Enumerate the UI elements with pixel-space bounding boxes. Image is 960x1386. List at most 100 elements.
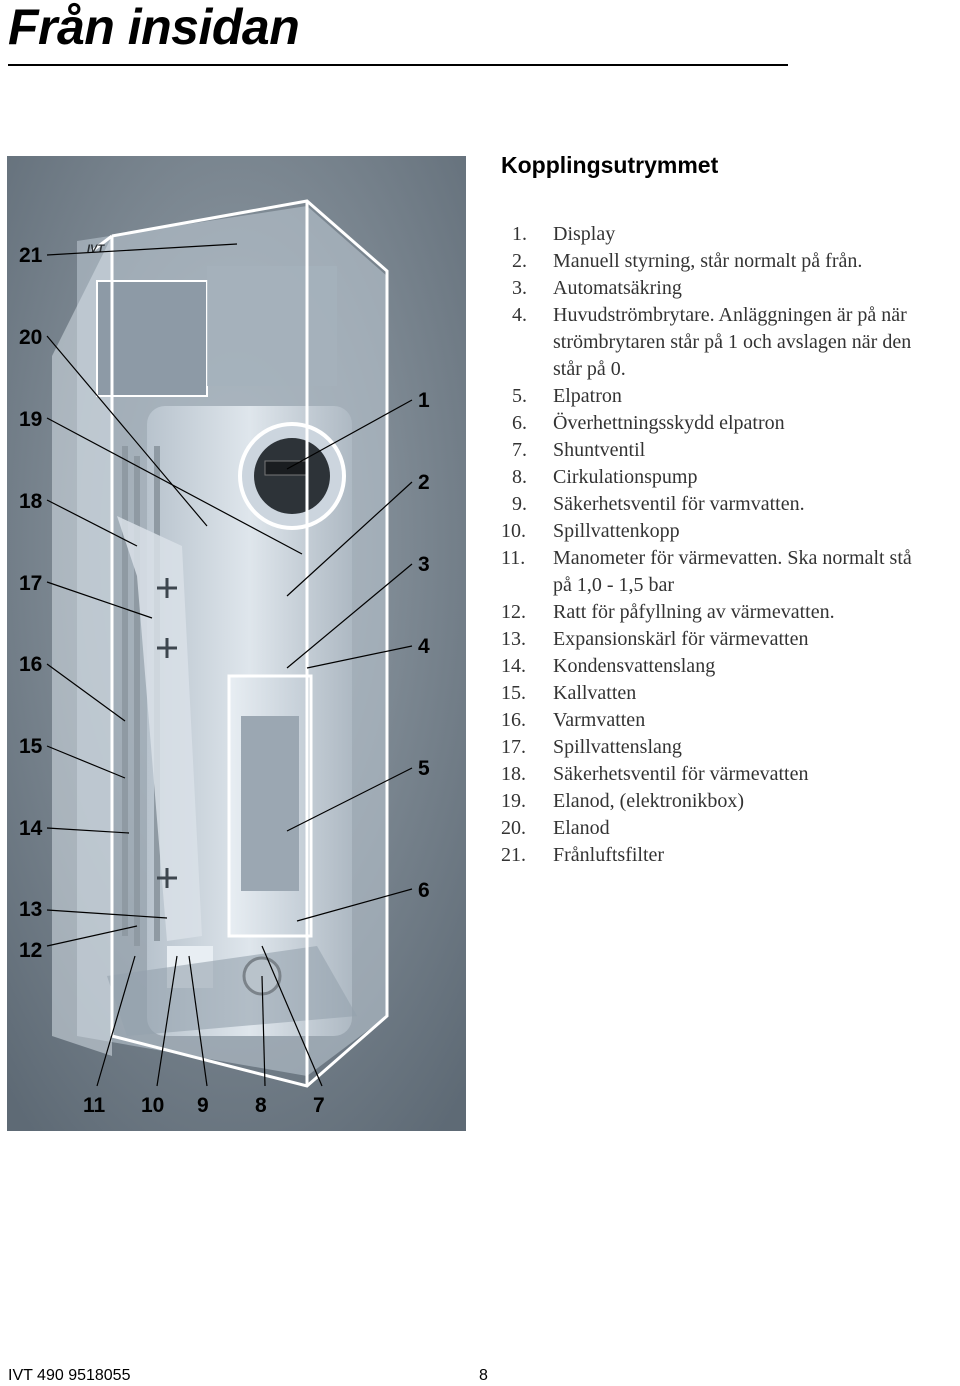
legend-item-number: 19. (501, 790, 526, 812)
legend-item: 10. Spillvattenkopp (501, 518, 960, 545)
cabinet-outline (91, 199, 389, 1088)
document-reference: IVT 490 9518055 (8, 1367, 131, 1384)
legend-item-text: Säkerhetsventil för varmvatten. (553, 491, 960, 518)
legend-item-text: Expansionskärl för värmevatten (553, 626, 960, 653)
legend-item-number: 15. (501, 682, 526, 704)
callout-2: 2 (418, 471, 430, 494)
legend-item-number: 11. (501, 547, 526, 569)
legend-item-text: Elanod, (elektronikbox) (553, 788, 960, 815)
legend-item-line: Elpatron (553, 385, 622, 407)
legend-item-number: 5. (512, 385, 527, 407)
callout-6: 6 (418, 879, 430, 902)
legend-item-text: Spillvattenslang (553, 734, 960, 761)
heat-pump-cutaway-figure: IVT 21 20 19 18 (7, 156, 466, 1131)
legend-item: 13.Expansionskärl för värmevatten (501, 626, 960, 653)
legend-item: 3. Automatsäkring (501, 275, 960, 302)
legend-item: 12.Ratt för påfyllning av värmevatten. (501, 599, 960, 626)
legend-item-text: Säkerhetsventil för värmevatten (553, 761, 960, 788)
legend-item-number: 9. (512, 493, 527, 515)
callout-8: 8 (255, 1094, 267, 1117)
callout-15: 15 (19, 735, 43, 758)
legend-item: 19. Elanod, (elektronikbox) (501, 788, 960, 815)
legend-item-number: 2. (512, 250, 527, 272)
callout-10: 10 (141, 1094, 164, 1117)
callout-12: 12 (19, 939, 42, 962)
legend-item-number: 21. (501, 844, 526, 866)
callout-18: 18 (19, 490, 43, 513)
legend-item-line: på 1,0 - 1,5 bar (553, 574, 675, 596)
callout-19: 19 (19, 408, 42, 431)
callout-11: 11 (83, 1094, 106, 1117)
cabinet-left-face (52, 236, 112, 1056)
page-title: Från insidan (8, 0, 300, 55)
legend-item-line: strömbrytaren står på 1 och avslagen när… (553, 331, 912, 353)
legend-item: 21.Frånluftsfilter (501, 842, 960, 869)
compressor-area (207, 266, 337, 386)
legend-item-text: Överhettningsskydd elpatron (553, 410, 960, 437)
legend-item-line: Kallvatten (553, 682, 637, 704)
cabinet-floor (107, 946, 357, 1036)
legend-item: 9. Säkerhetsventil för varmvatten. (501, 491, 960, 518)
legend-item: 15. Kallvatten (501, 680, 960, 707)
electronics-compartment (96, 280, 208, 397)
callout-7: 7 (313, 1094, 325, 1117)
callout-9: 9 (197, 1094, 209, 1117)
leader-lines (46, 243, 413, 1087)
legend-item-number: 6. (512, 412, 527, 434)
legend-item-number: 3. (512, 277, 527, 299)
legend-item-text: Kondensvattenslang (553, 653, 960, 680)
legend-item-number: 14. (501, 655, 526, 677)
legend-item-line: Överhettningsskydd elpatron (553, 412, 785, 434)
legend-item-line: Cirkulationspump (553, 466, 698, 488)
title-divider (8, 64, 788, 66)
callout-5: 5 (418, 757, 430, 780)
legend-item-line: Säkerhetsventil för varmvatten. (553, 493, 805, 515)
insulation-panel (117, 516, 202, 941)
legend-item: 2. Manuell styrning, står normalt på från… (501, 248, 960, 275)
legend-item-text: Manuell styrning, står normalt på från. (553, 248, 960, 275)
legend-item-text: Varmvatten (553, 707, 960, 734)
legend-item-number: 4. (512, 304, 527, 326)
legend-item-number: 18. (501, 763, 526, 785)
legend-item: 7.Shuntventil (501, 437, 960, 464)
legend-item-text: Manometer för värmevatten. Ska normalt s… (553, 545, 960, 599)
legend-item-line: Manometer för värmevatten. Ska normalt s… (553, 547, 912, 569)
legend-item-number: 17. (501, 736, 526, 758)
electrical-components (241, 716, 299, 891)
legend-item-number: 16. (501, 709, 526, 731)
legend-item-line: Manuell styrning, står normalt på från. (553, 250, 863, 272)
legend-item-line: Elanod (553, 817, 610, 839)
legend-item-number: 10. (501, 520, 526, 542)
legend-item-line: Kondensvattenslang (553, 655, 716, 677)
section-heading: Kopplingsutrymmet (501, 152, 719, 178)
legend-item: 4. Huvudströmbrytare. Anläggningen är på … (501, 302, 960, 383)
legend-item: 5. Elpatron (501, 383, 960, 410)
legend-item-line: Expansionskärl för värmevatten (553, 628, 809, 650)
legend-item-number: 20. (501, 817, 526, 839)
callout-14: 14 (19, 817, 43, 840)
legend-item-line: Varmvatten (553, 709, 646, 731)
callout-1: 1 (418, 389, 430, 412)
display-unit-face (254, 438, 330, 514)
legend-item: 6. Överhettningsskydd elpatron (501, 410, 960, 437)
legend-item: 20. Elanod (501, 815, 960, 842)
legend-item-line: Display (553, 223, 616, 245)
legend-item: 17. Spillvattenslang (501, 734, 960, 761)
legend-item-number: 12. (501, 601, 526, 623)
legend-item-line: Spillvattenkopp (553, 520, 680, 542)
legend-item-text: Spillvattenkopp (553, 518, 960, 545)
legend-item-number: 7. (512, 439, 527, 461)
legend-item: 16. Varmvatten (501, 707, 960, 734)
legend-item-text: Automatsäkring (553, 275, 960, 302)
callout-3: 3 (418, 553, 430, 576)
callout-17: 17 (19, 572, 42, 595)
legend-item-text: Elpatron (553, 383, 960, 410)
legend-item-text: Huvudströmbrytare. Anläggningen är på nä… (553, 302, 960, 383)
callout-4: 4 (418, 635, 430, 658)
legend-item-line: Spillvattenslang (553, 736, 682, 758)
legend-item-line: Säkerhetsventil för värmevatten (553, 763, 809, 785)
legend-item: 14. Kondensvattenslang (501, 653, 960, 680)
legend-item-line: står på 0. (553, 358, 626, 380)
display-screen (264, 460, 308, 476)
